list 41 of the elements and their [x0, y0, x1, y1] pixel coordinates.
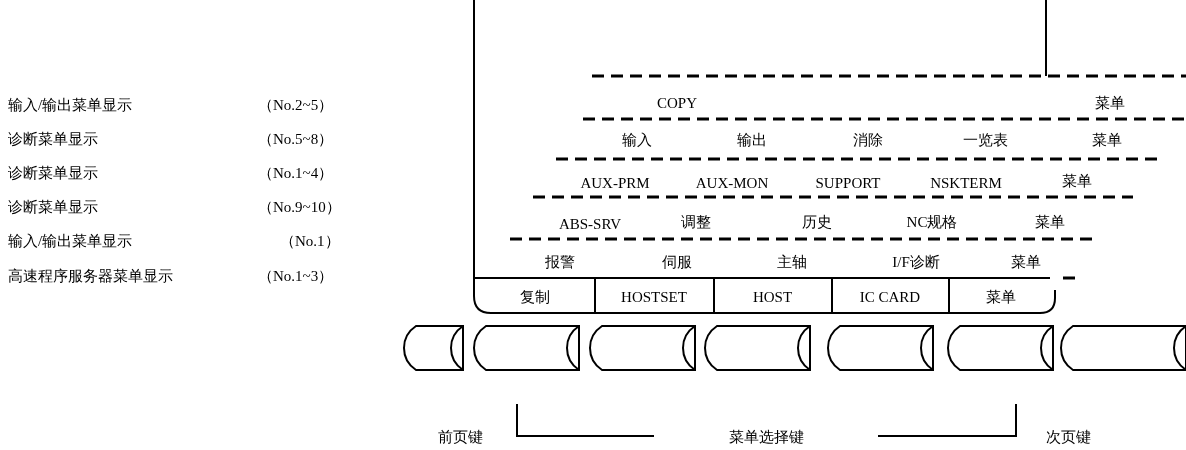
menu-label: （No.1~3）	[258, 268, 334, 284]
menu-label: 次页键	[1045, 429, 1091, 445]
menu-label: NSKTERM	[930, 175, 1002, 191]
menu-label: 输入	[622, 132, 652, 148]
menu-label: AUX-PRM	[580, 175, 650, 191]
menu-label: （No.9~10）	[258, 199, 341, 215]
menu-label: 输入/输出菜单显示	[8, 97, 133, 113]
menu-label: 历史	[802, 214, 832, 230]
tab-label: 菜单	[986, 288, 1016, 308]
menu-label: 消除	[853, 132, 883, 148]
menu-label: 一览表	[962, 132, 1008, 148]
menu-label: AUX-MON	[695, 175, 769, 191]
menu-label: 高速程序服务器菜单显示	[8, 268, 173, 284]
menu-label: 菜单选择键	[728, 429, 804, 445]
menu-label: 输入/输出菜单显示	[8, 233, 133, 249]
menu-label: （No.2~5）	[258, 97, 334, 113]
menu-label: 伺服	[662, 254, 692, 270]
menu-label: 报警	[545, 254, 575, 270]
menu-label: ABS-SRV	[558, 216, 622, 232]
menu-label: I/F诊断	[892, 254, 940, 270]
menu-label: 菜单	[1095, 95, 1125, 111]
menu-label: SUPPORT	[815, 175, 881, 191]
tab-label: 复制	[519, 288, 550, 308]
menu-label: （No.5~8）	[258, 131, 334, 147]
menu-label: 菜单	[1092, 132, 1122, 148]
tab-label: HOST	[752, 288, 793, 308]
menu-label: （No.1~4）	[258, 165, 334, 181]
menu-label: 主轴	[777, 254, 807, 270]
menu-label: 诊断菜单显示	[8, 131, 98, 147]
menu-label: 前页键	[437, 429, 483, 445]
menu-label: 输出	[737, 132, 767, 148]
tab-label: IC CARD	[859, 288, 921, 308]
menu-label: 诊断菜单显示	[8, 165, 98, 181]
menu-label: 诊断菜单显示	[8, 199, 98, 215]
menu-label: COPY	[657, 95, 697, 111]
menu-label: 菜单	[1035, 214, 1065, 230]
menu-label: 调整	[681, 214, 711, 230]
menu-label: NC规格	[906, 214, 958, 230]
menu-label: 菜单	[1062, 173, 1092, 189]
menu-label: （No.1）	[280, 233, 340, 249]
tab-label: HOSTSET	[621, 288, 687, 308]
